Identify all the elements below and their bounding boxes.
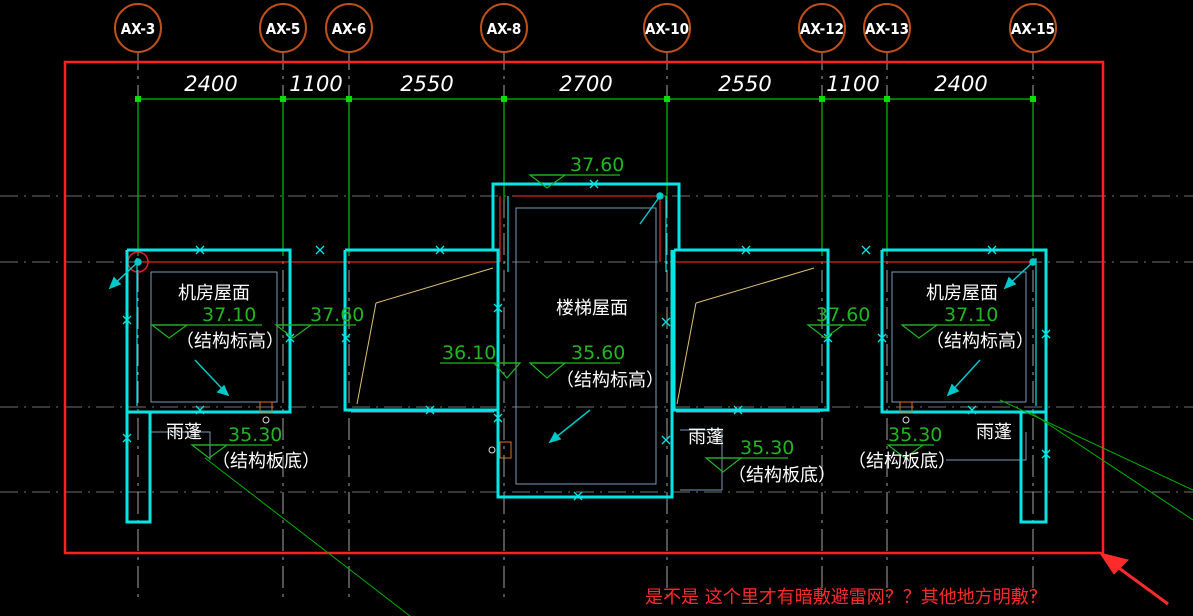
leader-lines: [204, 399, 1193, 616]
cyan-arrows: [108, 192, 1037, 444]
svg-text:AX-10: AX-10: [645, 20, 689, 38]
annotation-question: 是不是 这个里才有暗敷避雷网？？其他地方明敷？: [645, 587, 1047, 608]
red-arrow: [1098, 552, 1169, 606]
dim-2: 1100: [289, 72, 342, 96]
highlight-box: [63, 60, 1105, 555]
elev-stair-top: 37.60: [570, 154, 624, 176]
svg-text:AX-6: AX-6: [332, 20, 367, 38]
svg-text:AX-3: AX-3: [121, 20, 156, 38]
label-canopy-left-sub: （结构板底）: [212, 451, 320, 472]
label-right-room-sub: （结构标高）: [926, 331, 1034, 352]
svg-text:AX-12: AX-12: [800, 20, 844, 38]
label-canopy-mid: 雨蓬: [688, 427, 724, 448]
axis-bubble-ax10: AX-10: [643, 3, 691, 53]
label-stair-room: 楼梯屋面: [556, 298, 628, 319]
axis-bubble-ax3: AX-3: [114, 3, 162, 53]
label-right-room: 机房屋面: [926, 283, 998, 304]
elev-center: 35.60: [571, 342, 625, 364]
svg-text:AX-13: AX-13: [865, 20, 909, 38]
elev-center-left: 36.10: [442, 342, 496, 364]
label-left-room: 机房屋面: [178, 283, 250, 304]
label-left-room-sub: （结构标高）: [176, 331, 284, 352]
elev-left-roof: 37.10: [202, 304, 256, 326]
dimension-ticks: [135, 96, 1036, 102]
inner-outlines: [150, 207, 1027, 491]
axis-bubbles: AX-3 AX-5 AX-6 AX-8 AX-10 AX-12 AX-13 A: [114, 3, 1057, 53]
label-canopy-right: 雨蓬: [976, 422, 1012, 443]
dim-5: 2550: [718, 72, 771, 96]
slope-lines: [356, 267, 815, 405]
dim-1: 2400: [184, 72, 237, 96]
wall-x-markers: [122, 179, 1051, 501]
axis-bubble-ax8: AX-8: [480, 3, 528, 53]
cyan-inner-lines: [136, 196, 1037, 406]
svg-text:AX-5: AX-5: [266, 20, 301, 38]
axis-bubble-ax12: AX-12: [798, 3, 846, 53]
cyan-walls: [125, 182, 1048, 524]
axis-bubble-ax15: AX-15: [1009, 3, 1057, 53]
dim-3: 2550: [400, 72, 453, 96]
label-canopy-mid-sub: （结构板底）: [728, 465, 836, 486]
elev-right-mid: 37.60: [816, 304, 870, 326]
svg-text:AX-8: AX-8: [487, 20, 522, 38]
label-stair-room-sub: （结构标高）: [556, 370, 664, 391]
elev-right-canopy: 35.30: [888, 424, 942, 446]
dim-7: 2400: [934, 72, 987, 96]
axis-bubble-ax13: AX-13: [863, 3, 911, 53]
elevation-texts: 37.60 37.10 37.60 36.10 35.60 37.60 37.1…: [202, 154, 998, 459]
axis-bubble-ax6: AX-6: [325, 3, 373, 53]
dim-4: 2700: [559, 72, 612, 96]
dim-6: 1100: [826, 72, 879, 96]
svg-text:AX-15: AX-15: [1011, 20, 1055, 38]
axis-bubble-ax5: AX-5: [259, 3, 307, 53]
label-canopy-left: 雨蓬: [166, 422, 202, 443]
elev-left-canopy: 35.30: [228, 424, 282, 446]
room-labels: 机房屋面 （结构标高） 楼梯屋面 （结构标高） 机房屋面 （结构标高） 雨蓬 （…: [166, 283, 1034, 486]
elev-left-mid: 37.60: [310, 304, 364, 326]
orange-details: [259, 401, 913, 459]
elevation-symbols: [150, 174, 990, 473]
white-small-circles: [262, 416, 910, 454]
elev-right-roof: 37.10: [944, 304, 998, 326]
dimension-texts: 2400 1100 2550 2700 2550 1100 2400: [184, 72, 987, 96]
label-canopy-right-sub: （结构板底）: [848, 451, 956, 472]
dimension-line: [137, 98, 1034, 256]
elev-mid-canopy: 35.30: [740, 437, 794, 459]
